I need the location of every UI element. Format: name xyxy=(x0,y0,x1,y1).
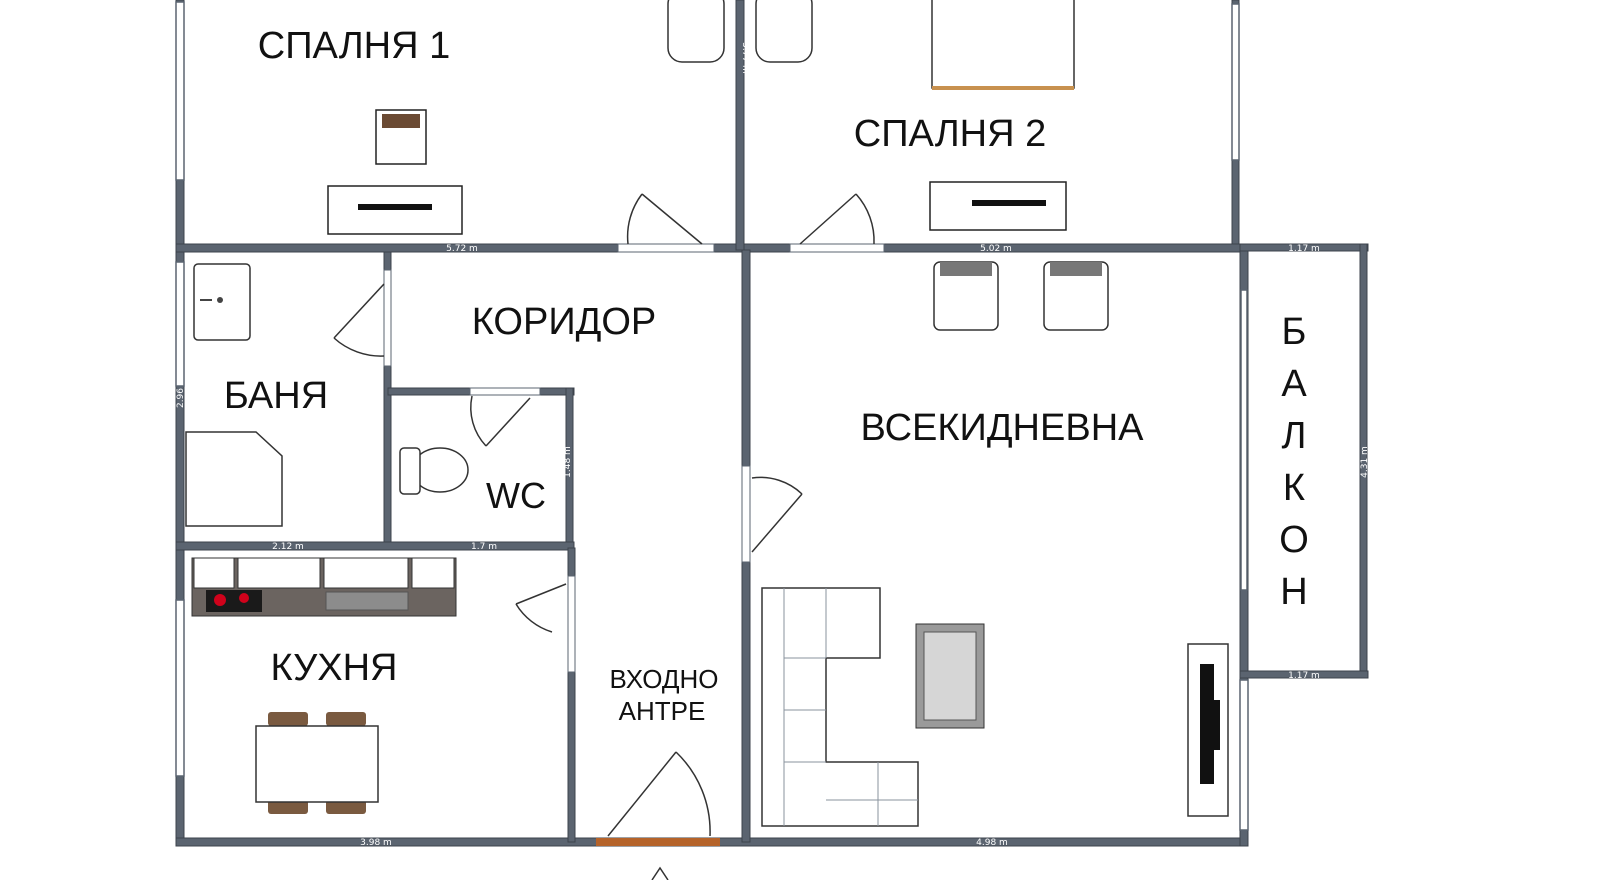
kitchen-chair-1 xyxy=(268,712,308,726)
wc-toilet-tank xyxy=(399,447,421,495)
door-leaf-bath xyxy=(333,283,385,339)
bedroom2-bed xyxy=(931,0,1075,89)
bedroom1-desk-detail xyxy=(358,204,432,210)
label-balcony-letter: Л xyxy=(1282,415,1307,457)
dim-wc-width: 1.7 m xyxy=(471,542,497,552)
kitchen-sink xyxy=(325,591,409,611)
dim-living-width: 4.98 m xyxy=(976,838,1008,848)
label-bathroom: БАНЯ xyxy=(224,375,328,417)
label-balcony: Б А Л К О Н xyxy=(1279,311,1309,613)
living-armchair-1-back xyxy=(940,262,992,276)
living-corner-sofa xyxy=(761,587,919,827)
room-labels: СПАЛНЯ 1 СПАЛНЯ 2 КОРИДОР БАНЯ WC ВСЕКИД… xyxy=(224,25,1309,726)
kitchen-cabinet-2 xyxy=(237,557,321,589)
dim-partition-height: 3.77 m xyxy=(740,42,750,74)
window-living xyxy=(1239,679,1249,831)
label-balcony-letter: К xyxy=(1283,467,1305,509)
door-swing-bath xyxy=(333,337,385,357)
door-opening-kitchen xyxy=(567,575,576,673)
door-swing-bedroom1 xyxy=(626,193,643,245)
kitchen-hob-burner-1 xyxy=(214,594,226,606)
dim-balcony-top: 1.17 m xyxy=(1288,244,1320,254)
kitchen-chair-4 xyxy=(326,800,366,814)
entrance-arrow-icon xyxy=(651,866,669,880)
wall-bedrooms-partition xyxy=(735,0,745,251)
dim-bedroom2-width: 5.02 m xyxy=(980,244,1012,254)
door-swing-living xyxy=(751,476,803,495)
door-leaf-bedroom2 xyxy=(799,193,857,245)
kitchen-cabinet-3 xyxy=(323,557,409,589)
door-leaf-kitchen xyxy=(515,583,567,605)
label-wc: WC xyxy=(486,475,546,516)
bedroom2-nightstand xyxy=(755,0,813,63)
wall-kitchen-right xyxy=(567,547,576,843)
window-bath xyxy=(175,261,185,387)
kitchen-hob-burner-2 xyxy=(239,593,249,603)
label-living: ВСЕКИДНЕВНА xyxy=(861,407,1145,449)
living-coffee-table-top xyxy=(923,631,977,721)
furniture xyxy=(185,0,1229,827)
label-balcony-letter: Н xyxy=(1280,571,1307,613)
label-entrance-line1: ВХОДНО xyxy=(610,664,719,694)
dim-bath-width: 2.12 m xyxy=(272,542,304,552)
door-leaf-entrance xyxy=(607,751,677,837)
door-leaf-wc xyxy=(485,397,531,447)
dim-wc-height-right: 1.48 m xyxy=(563,446,573,478)
living-tv xyxy=(1200,664,1214,784)
kitchen-chair-3 xyxy=(268,800,308,814)
window-bedroom2 xyxy=(1231,3,1240,161)
wall-balcony-top xyxy=(1239,243,1369,252)
door-swing-entrance xyxy=(675,751,711,837)
wall-bath-bottom xyxy=(175,541,575,551)
windows xyxy=(175,1,1249,831)
label-balcony-letter: О xyxy=(1279,519,1309,561)
door-swing-bedroom2 xyxy=(855,193,875,245)
label-balcony-letter: А xyxy=(1281,363,1307,405)
balcony-door xyxy=(1240,289,1248,591)
bedroom2-bed-edge xyxy=(932,86,1074,90)
door-leaf-living xyxy=(751,493,803,553)
bedroom2-desk-detail xyxy=(972,200,1046,206)
dim-balcony-height: 4.31 m xyxy=(1360,446,1370,478)
dim-bedroom1-width: 5.72 m xyxy=(446,244,478,254)
bedroom1-chair-back xyxy=(382,114,420,128)
door-opening-bath xyxy=(383,269,392,367)
window-kitchen xyxy=(175,599,185,777)
kitchen-cabinet-1 xyxy=(193,557,235,589)
dim-wc-height-left: 1.48 m xyxy=(389,456,399,488)
wall-balcony-bottom xyxy=(1239,670,1369,679)
label-corridor: КОРИДОР xyxy=(472,301,657,343)
label-bedroom1: СПАЛНЯ 1 xyxy=(258,25,450,67)
label-entrance-line2: АНТРЕ xyxy=(619,696,706,726)
door-swing-wc xyxy=(470,395,487,447)
door-leaf-bedroom1 xyxy=(641,193,703,245)
label-balcony-letter: Б xyxy=(1282,311,1307,353)
bath-sink-drain xyxy=(217,297,223,303)
kitchen-chair-2 xyxy=(326,712,366,726)
door-swing-kitchen xyxy=(515,603,553,633)
door-opening-bedroom1 xyxy=(617,243,715,253)
kitchen-table xyxy=(255,725,379,803)
living-tv-base xyxy=(1212,700,1220,750)
doors xyxy=(333,193,885,846)
bath-shower xyxy=(185,431,283,527)
dim-balcony-bottom: 1.17 m xyxy=(1288,671,1320,681)
entrance-door-threshold xyxy=(596,838,720,846)
door-opening-wc xyxy=(469,387,541,396)
door-opening-living xyxy=(741,465,751,563)
dim-bath-height: 2.96 xyxy=(176,388,186,408)
label-bedroom2: СПАЛНЯ 2 xyxy=(854,113,1046,155)
bedroom1-nightstand xyxy=(667,0,725,63)
kitchen-cabinet-4 xyxy=(411,557,455,589)
label-kitchen: КУХНЯ xyxy=(271,647,398,689)
door-opening-bedroom2 xyxy=(789,243,885,253)
dim-kitchen-width: 3.98 m xyxy=(360,838,392,848)
living-armchair-2-back xyxy=(1050,262,1102,276)
window-bedroom1 xyxy=(175,1,185,181)
dimensions: 5.72 m 5.02 m 1.17 m 1.17 m 4.31 m 3.77 … xyxy=(176,42,1370,848)
